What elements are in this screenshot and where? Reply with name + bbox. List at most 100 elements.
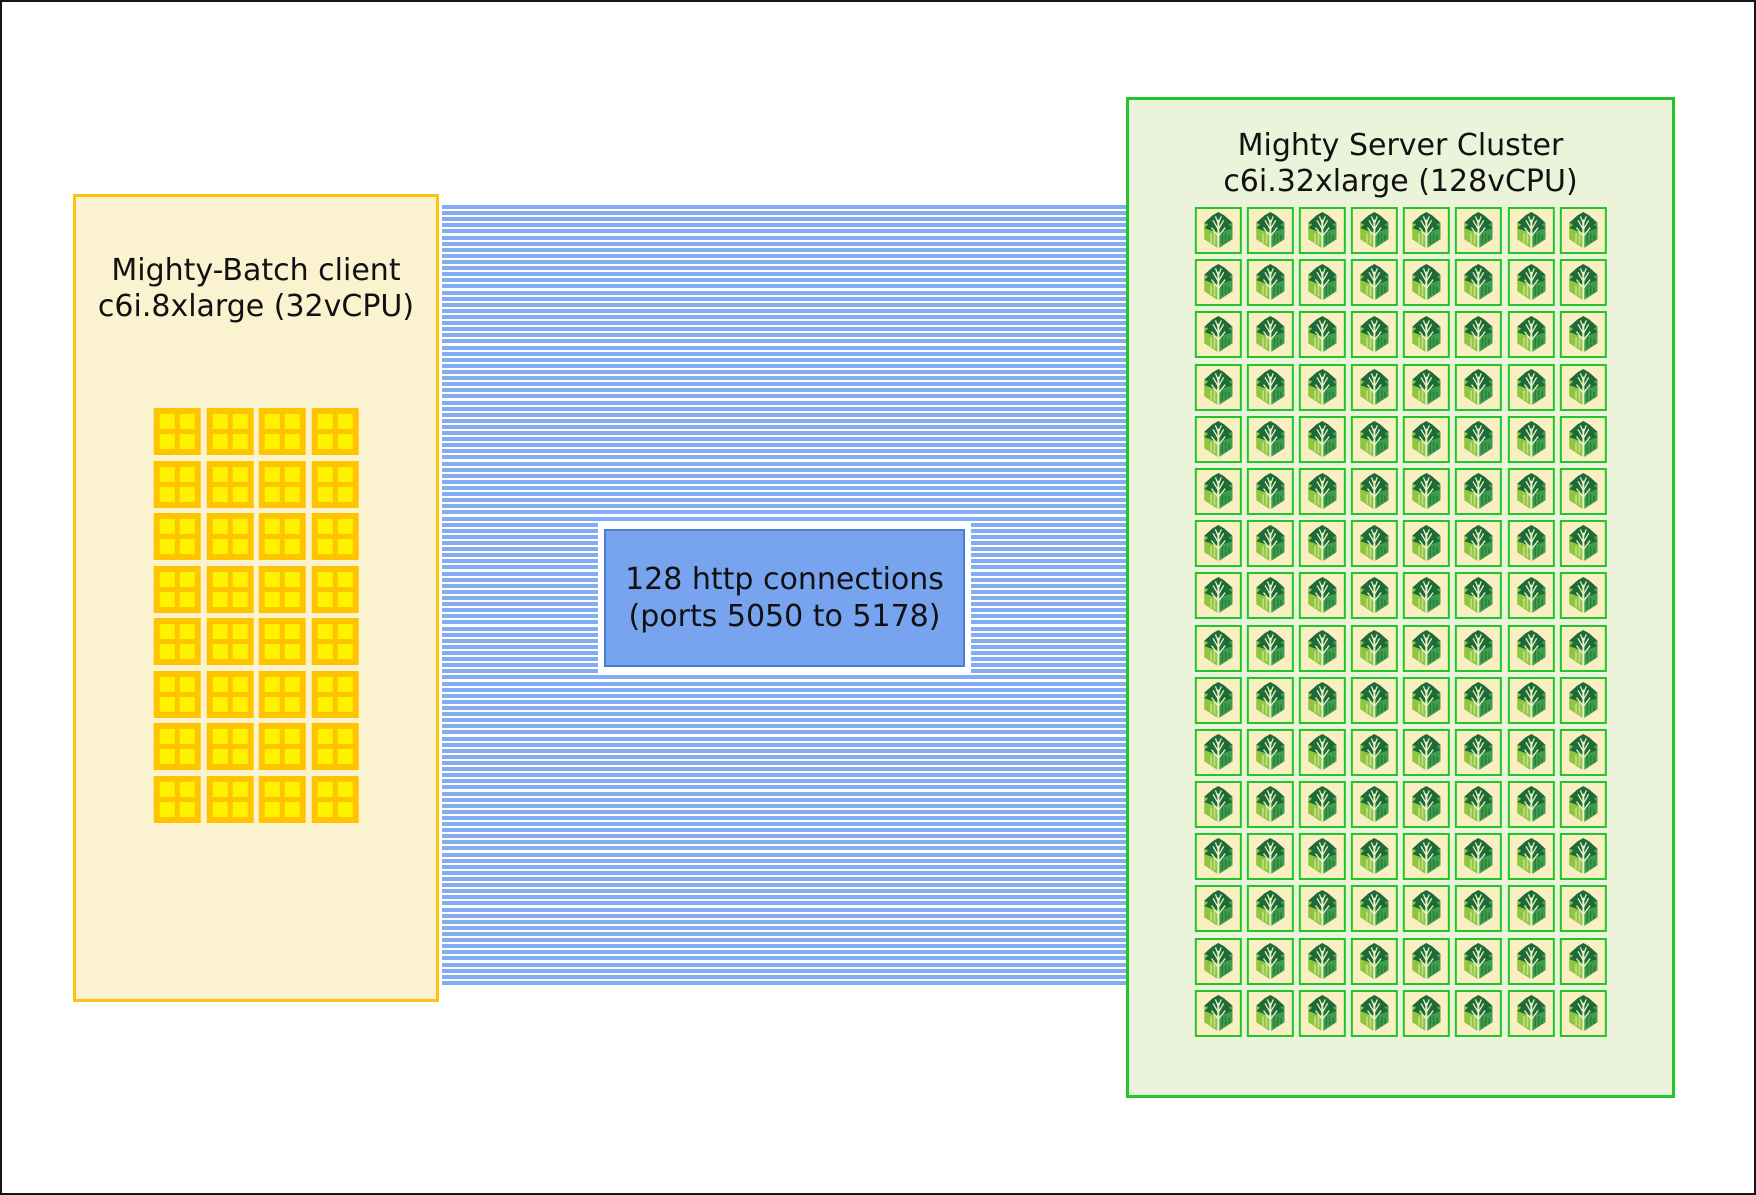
- tree-icon: [1412, 211, 1441, 249]
- cpu-core-cell: [317, 414, 333, 429]
- server-icon: [1507, 885, 1555, 933]
- cpu-icon: [153, 460, 201, 508]
- cpu-core-cell: [337, 676, 353, 692]
- server-icon: [1194, 363, 1242, 411]
- connection-line: [442, 205, 1126, 209]
- connection-line: [442, 877, 1126, 882]
- connection-line: [442, 394, 1126, 399]
- client-title-line2: c6i.8xlarge (32vCPU): [97, 289, 415, 324]
- tree-icon: [1255, 681, 1285, 719]
- cpu-icon: [153, 618, 201, 665]
- cpu-core-cell: [337, 696, 353, 712]
- server-icon: [1194, 728, 1242, 776]
- connection-line: [442, 296, 1126, 301]
- cpu-core-cell: [317, 696, 333, 712]
- server-icon: [1350, 728, 1398, 776]
- tree-icon: [1569, 211, 1598, 249]
- server-icon: [1507, 467, 1555, 515]
- connection-line: [442, 846, 1126, 851]
- server-icon: [1403, 572, 1451, 620]
- cpu-core-cell: [264, 801, 280, 817]
- cpu-icon: [153, 723, 201, 770]
- cpu-icon: [258, 565, 306, 613]
- server-icon: [1298, 467, 1346, 515]
- server-icon: [1298, 363, 1346, 411]
- cpu-icon: [311, 775, 359, 823]
- tree-icon: [1203, 733, 1232, 771]
- server-icon: [1507, 415, 1555, 463]
- connection-line: [442, 944, 1126, 949]
- server-icon: [1455, 676, 1503, 724]
- connection-line: [442, 406, 1126, 411]
- tree-icon: [1569, 733, 1598, 771]
- server-icon: [1350, 363, 1398, 411]
- cpu-core-cell: [179, 571, 195, 587]
- server-icon: [1403, 885, 1451, 933]
- connection-line: [442, 864, 1126, 869]
- cpu-core-cell: [212, 729, 228, 744]
- cpu-core-cell: [232, 749, 248, 764]
- tree-icon: [1516, 472, 1546, 510]
- server-icon: [1559, 624, 1607, 672]
- server-icon: [1350, 676, 1398, 724]
- server-icon: [1507, 363, 1555, 411]
- tree-icon: [1516, 838, 1546, 875]
- server-icon: [1298, 989, 1346, 1037]
- tree-icon: [1360, 368, 1389, 406]
- cpu-core-cell: [159, 781, 175, 797]
- connection-line: [442, 314, 1126, 319]
- connection-line: [442, 895, 1126, 900]
- client-cpu-grid: [153, 408, 359, 823]
- server-icon: [1455, 989, 1503, 1037]
- cpu-core-cell: [317, 539, 333, 554]
- connection-line: [442, 754, 1126, 759]
- cpu-core-cell: [317, 519, 333, 534]
- cpu-core-cell: [232, 781, 248, 797]
- tree-icon: [1516, 942, 1546, 980]
- server-icon: [1298, 572, 1346, 620]
- tree-icon: [1255, 733, 1285, 771]
- tree-icon: [1360, 733, 1389, 771]
- tree-icon: [1412, 264, 1441, 301]
- connection-line: [442, 938, 1126, 943]
- cpu-core-cell: [212, 414, 228, 429]
- connection-line: [442, 919, 1126, 924]
- connection-line: [442, 705, 1126, 710]
- server-icon: [1559, 728, 1607, 776]
- server-icon: [1559, 572, 1607, 620]
- cpu-core-cell: [179, 644, 195, 659]
- connection-line: [442, 834, 1126, 839]
- connection-line: [442, 815, 1126, 820]
- connection-line: [442, 327, 1126, 332]
- tree-icon: [1255, 786, 1285, 823]
- connection-line: [442, 718, 1126, 723]
- tree-icon: [1255, 368, 1285, 406]
- connection-line: [442, 803, 1126, 808]
- connection-line: [442, 223, 1126, 228]
- tree-icon: [1203, 264, 1232, 301]
- tree-icon: [1516, 994, 1546, 1032]
- server-icon: [1194, 676, 1242, 724]
- server-icon: [1194, 885, 1242, 933]
- tree-icon: [1464, 733, 1493, 771]
- cpu-core-cell: [232, 466, 248, 482]
- connection-line: [442, 516, 1126, 521]
- connection-line: [442, 681, 1126, 686]
- cpu-core-cell: [337, 414, 353, 429]
- tree-icon: [1255, 942, 1285, 980]
- server-icon: [1350, 311, 1398, 359]
- tree-icon: [1412, 681, 1441, 719]
- cpu-core-cell: [264, 624, 280, 639]
- connection-line: [442, 797, 1126, 802]
- server-icon: [1403, 624, 1451, 672]
- tree-icon: [1464, 472, 1493, 510]
- tree-icon: [1308, 838, 1337, 875]
- cpu-icon: [258, 723, 306, 770]
- connection-line: [442, 486, 1126, 491]
- server-icon: [1246, 520, 1294, 568]
- cpu-core-cell: [212, 801, 228, 817]
- cpu-core-cell: [284, 434, 300, 449]
- server-icon: [1246, 259, 1294, 307]
- connection-line: [442, 253, 1126, 258]
- tree-icon: [1360, 786, 1389, 823]
